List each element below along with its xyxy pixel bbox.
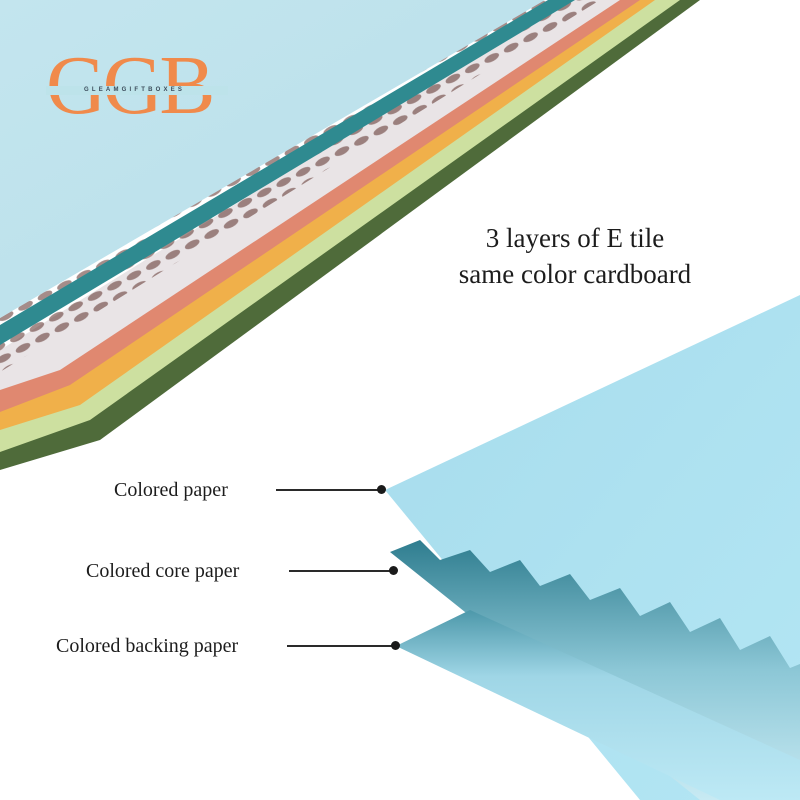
colored-backing-paper [396, 610, 800, 800]
logo-band [46, 86, 228, 95]
leader-line-backing-paper [287, 645, 395, 647]
leader-line-core-paper [289, 570, 393, 572]
label-colored-paper: Colored paper [114, 479, 228, 501]
headline-line-2: same color cardboard [458, 259, 692, 289]
logo-subtitle: GLEAMGIFTBOXES [84, 87, 186, 93]
label-colored-core-paper: Colored core paper [86, 560, 240, 582]
leader-line-colored-paper [276, 489, 381, 491]
logo-letters: GGB [46, 39, 215, 132]
leader-dot-colored-paper [377, 485, 386, 494]
label-colored-backing-paper: Colored backing paper [56, 635, 239, 657]
leader-dot-backing-paper [391, 641, 400, 650]
brand-logo: GGB GLEAMGIFTBOXES [46, 44, 228, 128]
cardboard-stack [0, 0, 700, 470]
headline-line-1: 3 layers of E tile [485, 223, 665, 253]
leader-dot-core-paper [389, 566, 398, 575]
headline: 3 layers of E tile same color cardboard [420, 220, 730, 292]
